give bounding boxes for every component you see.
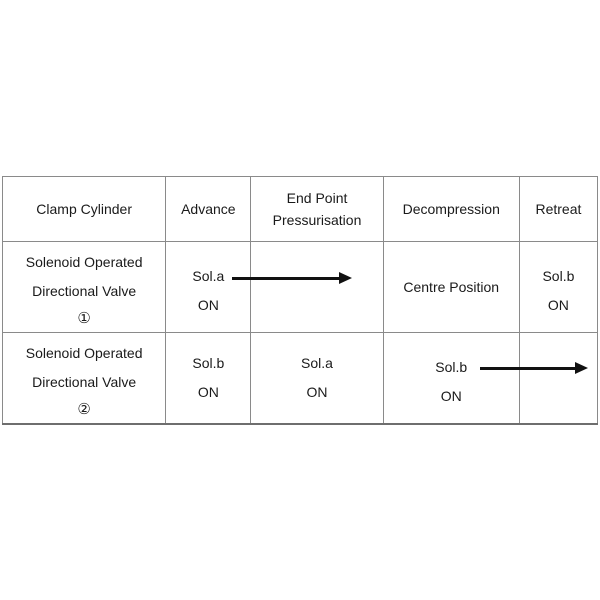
column-header-clamp-cylinder: Clamp Cylinder <box>1 176 167 242</box>
column-header-advance-line-1: Advance <box>181 201 236 217</box>
row-2-label-cell: Solenoid Operated Directional Valve ② <box>1 332 167 425</box>
row-1-advance-cell: Sol.a ON <box>165 241 252 333</box>
row-2-advance-cell: Sol.b ON <box>165 332 252 425</box>
row-2-label-line-1: Solenoid Operated <box>25 345 143 361</box>
column-header-end-point-pressurisation: End Point Pressurisation <box>250 176 384 242</box>
table-row: Solenoid Operated Directional Valve ① So… <box>1 241 599 333</box>
row-1-advance-line-1: Sol.a <box>192 267 225 284</box>
table-header: Clamp Cylinder Advance End Point Pressur… <box>1 176 599 242</box>
row-1-label-cell: Solenoid Operated Directional Valve ① <box>1 241 167 333</box>
row-2-end-point-pressurisation-lines: Sol.a ON <box>251 349 382 407</box>
row-2-advance-line-2: ON <box>197 384 219 400</box>
row-2-advance-lines: Sol.b ON <box>166 349 250 407</box>
row-2-end-point-pressurisation-line-2: ON <box>306 384 328 400</box>
table-header-row: Clamp Cylinder Advance End Point Pressur… <box>1 176 599 242</box>
row-2-decompression-line-1: Sol.b <box>435 358 468 375</box>
row-1-retreat-line-1: Sol.b <box>542 267 575 284</box>
table-row: Solenoid Operated Directional Valve ② So… <box>1 332 599 425</box>
row-1-marker-circled-one: ① <box>77 310 91 327</box>
row-1-decompression-lines: Centre Position <box>384 273 519 302</box>
row-1-retreat-line-2: ON <box>547 296 569 313</box>
row-2-retreat-cell <box>518 332 599 425</box>
row-1-advance-line-2: ON <box>197 296 219 313</box>
column-header-end-point-pressurisation-line-1: End Point <box>286 190 348 206</box>
column-header-end-point-pressurisation-line-2: Pressurisation <box>272 212 362 228</box>
row-1-label-lines: Solenoid Operated Directional Valve ① <box>3 242 165 332</box>
row-1-advance-lines: Sol.a ON <box>166 255 250 320</box>
row-2-label-lines: Solenoid Operated Directional Valve ② <box>3 333 165 423</box>
row-2-decompression-lines: Sol.b ON <box>384 346 519 411</box>
table-body: Solenoid Operated Directional Valve ① So… <box>1 241 599 425</box>
row-2-marker-circled-two: ② <box>77 401 91 418</box>
row-1-retreat-lines: Sol.b ON <box>520 255 597 320</box>
valve-operation-table-container: Clamp Cylinder Advance End Point Pressur… <box>1 176 599 425</box>
row-2-decompression-line-2: ON <box>440 387 462 404</box>
column-header-clamp-cylinder-line-1: Clamp Cylinder <box>36 201 132 217</box>
column-header-retreat-line-1: Retreat <box>535 201 582 217</box>
row-1-retreat-cell: Sol.b ON <box>518 241 599 333</box>
valve-operation-table: Clamp Cylinder Advance End Point Pressur… <box>1 176 599 425</box>
row-2-end-point-pressurisation-line-1: Sol.a <box>301 355 333 371</box>
row-2-decompression-cell: Sol.b ON <box>382 332 520 425</box>
row-1-label-line-1: Solenoid Operated <box>25 254 143 270</box>
row-1-label-line-2: Directional Valve <box>32 283 137 299</box>
column-header-decompression: Decompression <box>382 176 520 242</box>
column-header-retreat: Retreat <box>518 176 599 242</box>
row-1-end-point-pressurisation-cell <box>250 241 384 333</box>
row-1-decompression-cell: Centre Position <box>382 241 520 333</box>
row-2-advance-line-1: Sol.b <box>192 355 225 371</box>
column-header-decompression-line-1: Decompression <box>402 201 500 217</box>
row-2-end-point-pressurisation-cell: Sol.a ON <box>250 332 384 425</box>
row-1-decompression-line-1: Centre Position <box>403 278 500 295</box>
row-2-label-line-2: Directional Valve <box>32 374 137 390</box>
column-header-advance: Advance <box>165 176 252 242</box>
